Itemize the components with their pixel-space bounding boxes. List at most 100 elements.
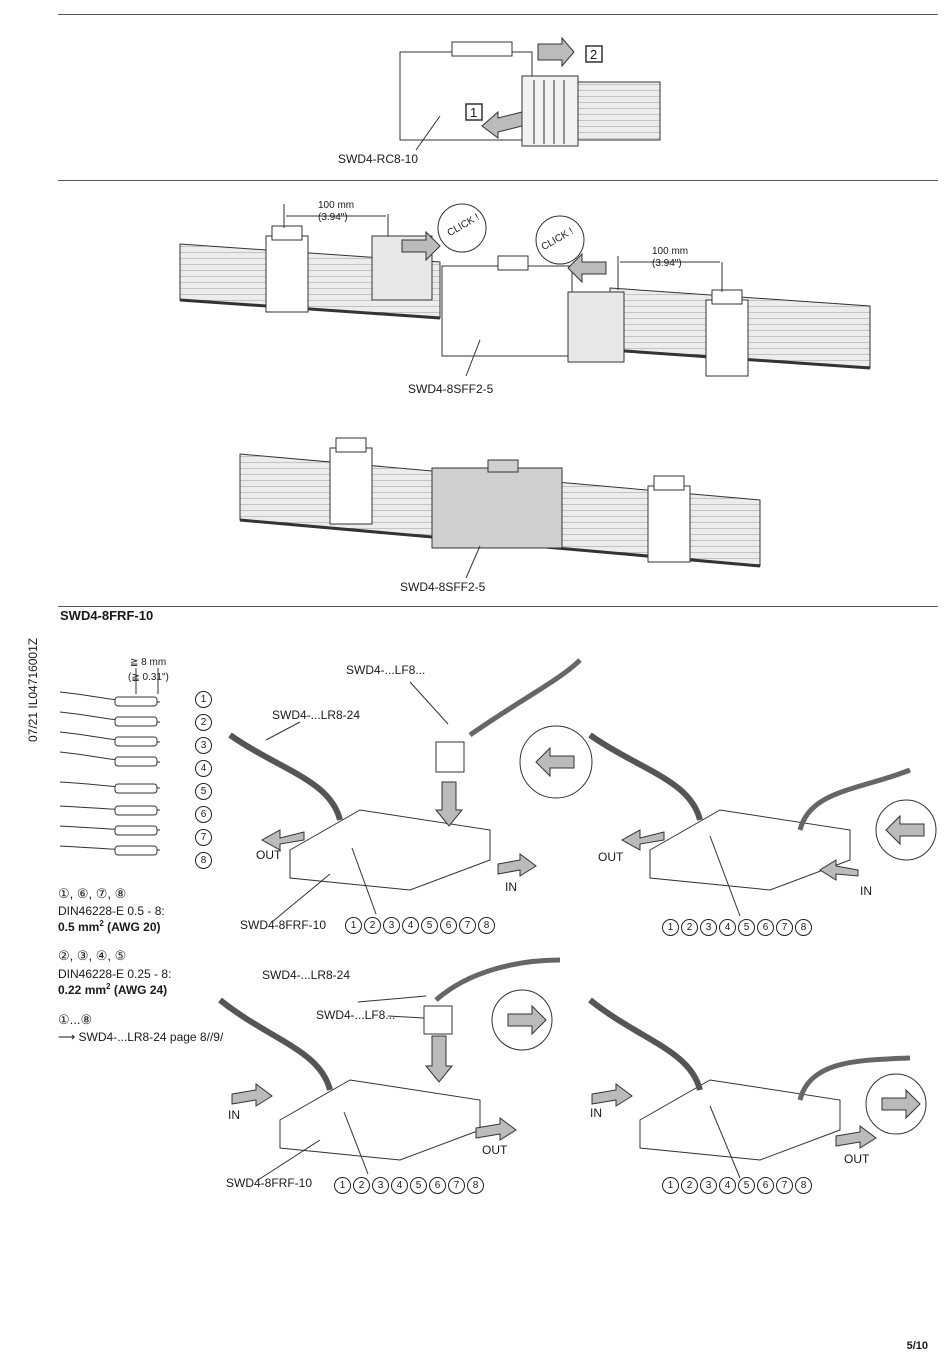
fig1-model: SWD4-RC8-10 [338, 152, 419, 166]
fig2-drawing [179, 203, 871, 377]
diag-c-lf8: SWD4-...LF8... [316, 1008, 396, 1022]
wire-num: 1 [195, 691, 212, 708]
pin-num: 3 [383, 917, 400, 934]
spec-1-awg: (AWG 20) [103, 920, 161, 934]
pin-num: 4 [402, 917, 419, 934]
pin-num: 6 [440, 917, 457, 934]
arrow-right-icon: ⟶ [58, 1030, 79, 1044]
pin-num: 8 [478, 917, 495, 934]
diag-b-in: IN [860, 884, 872, 898]
spec-2-std: DIN46228-E 0.25 - 8: [58, 967, 172, 981]
diag-d-in: IN [590, 1106, 602, 1120]
diag-a-frf: SWD4-8FRF-10 [240, 918, 327, 932]
diag-c-nums: 1 2 3 4 5 6 7 8 [334, 1177, 484, 1194]
diag-c-lr8: SWD4-...LR8-24 [262, 968, 351, 982]
pin-num: 7 [459, 917, 476, 934]
pin-num: 8 [795, 1177, 812, 1194]
pin-num: 2 [353, 1177, 370, 1194]
diagram-a [228, 658, 593, 923]
pin-num: 1 [334, 1177, 351, 1194]
spec-2-awg: (AWG 24) [110, 983, 168, 997]
wire-num: 6 [195, 806, 212, 823]
diag-b-out: OUT [598, 850, 624, 864]
pin-num: 4 [391, 1177, 408, 1194]
pin-num: 4 [719, 1177, 736, 1194]
diag-a-out: OUT [256, 848, 282, 862]
wire-number-column: 1 2 3 4 5 6 7 8 [195, 691, 212, 869]
spec-2-size-val: 0.22 mm [58, 983, 107, 997]
diag-a-lr8: SWD4-...LR8-24 [272, 708, 361, 722]
fig2-dist-right: 100 mm [652, 246, 689, 257]
diagram-c [218, 957, 561, 1181]
diagram-b [588, 732, 937, 917]
pin-num: 1 [345, 917, 362, 934]
pin-num: 2 [364, 917, 381, 934]
wire-num: 5 [195, 783, 212, 800]
pin-num: 3 [700, 1177, 717, 1194]
fig1-drawing [399, 36, 661, 151]
fig2-dist-right-in: (3.94") [652, 258, 682, 269]
top-rule [58, 14, 938, 15]
pin-num: 7 [776, 919, 793, 936]
pin-num: 3 [700, 919, 717, 936]
pin-num: 7 [776, 1177, 793, 1194]
pin-num: 2 [681, 919, 698, 936]
document-code: 07/21 IL04716001Z [26, 637, 40, 742]
pin-num: 2 [681, 1177, 698, 1194]
diag-c-in: IN [228, 1108, 240, 1122]
diag-a-in: IN [505, 880, 517, 894]
wire-num: 2 [195, 714, 212, 731]
rule-3 [58, 606, 938, 607]
pin-num: 5 [738, 1177, 755, 1194]
ref-line: ⟶ SWD4-...LR8-24 page 8//9/ [58, 1030, 223, 1044]
strip-length: ≧ 8 mm [130, 657, 167, 668]
spec-1-std: DIN46228-E 0.5 - 8: [58, 904, 165, 918]
page-number: 5/10 [906, 1340, 928, 1352]
pin-num: 6 [757, 1177, 774, 1194]
diag-b-nums: 1 2 3 4 5 6 7 8 [662, 919, 812, 936]
ref-text: SWD4-...LR8-24 page 8//9/ [78, 1030, 224, 1044]
pin-num: 6 [429, 1177, 446, 1194]
ref-nums: ①...⑧ [58, 1012, 93, 1027]
pin-num: 8 [467, 1177, 484, 1194]
fig3-drawing [239, 437, 761, 579]
spec-1-nums: ①, ⑥, ⑦, ⑧ [58, 886, 127, 901]
section-title: SWD4-8FRF-10 [60, 608, 154, 623]
fig2-model: SWD4-8SFF2-5 [408, 382, 494, 396]
fig2-dist-left: 100 mm [318, 200, 355, 211]
diagram-d [588, 997, 927, 1179]
pin-num: 5 [738, 919, 755, 936]
pin-num: 1 [662, 1177, 679, 1194]
strip-length-in: (≧ 0.31") [128, 672, 169, 683]
pin-num: 5 [410, 1177, 427, 1194]
wire-num: 3 [195, 737, 212, 754]
diag-d-out: OUT [844, 1152, 870, 1166]
pin-num: 8 [795, 919, 812, 936]
pin-num: 5 [421, 917, 438, 934]
pin-num: 7 [448, 1177, 465, 1194]
diag-a-lf8: SWD4-...LF8... [346, 663, 426, 677]
diag-c-out: OUT [482, 1143, 508, 1157]
ferrule-wires [59, 668, 161, 856]
spec-2-size: 0.22 mm2 (AWG 24) [58, 982, 167, 997]
pin-num: 1 [662, 919, 679, 936]
diag-c-frf: SWD4-8FRF-10 [226, 1176, 313, 1190]
diag-d-nums: 1 2 3 4 5 6 7 8 [662, 1177, 812, 1194]
spec-2-size-sup: 2 [106, 982, 111, 991]
pin-num: 6 [757, 919, 774, 936]
pin-num: 4 [719, 919, 736, 936]
wire-num: 7 [195, 829, 212, 846]
spec-1-size-val: 0.5 mm [58, 920, 100, 934]
wire-num: 4 [195, 760, 212, 777]
pin-num: 3 [372, 1177, 389, 1194]
diag-a-nums: 1 2 3 4 5 6 7 8 [345, 917, 495, 934]
fig2-dist-left-in: (3.94") [318, 212, 348, 223]
wire-num: 8 [195, 852, 212, 869]
spec-1-size: 0.5 mm2 (AWG 20) [58, 919, 160, 934]
fig1-step1: 1 [470, 105, 478, 120]
fig3-model: SWD4-8SFF2-5 [400, 580, 486, 594]
fig1-step2: 2 [590, 47, 598, 62]
rule-2 [58, 180, 938, 181]
spec-2-nums: ②, ③, ④, ⑤ [58, 948, 127, 963]
